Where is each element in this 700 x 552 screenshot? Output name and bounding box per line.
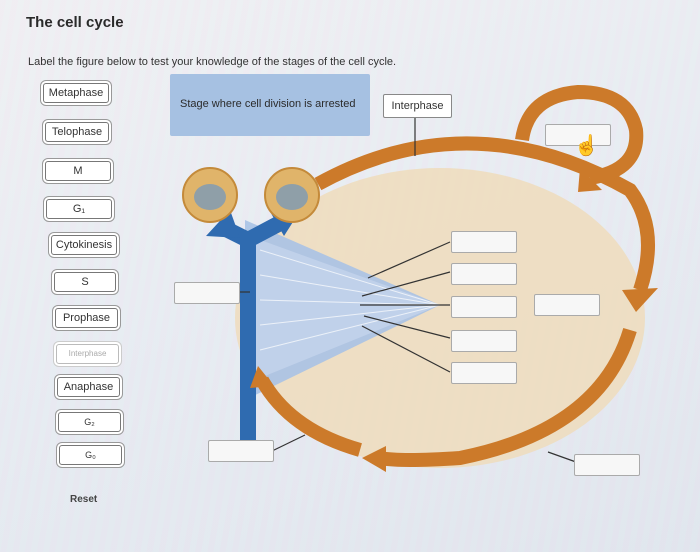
label-chip-g0[interactable]: G₀ xyxy=(59,445,122,465)
drop-target-wedge-1[interactable] xyxy=(451,231,517,253)
drop-target-wedge-2[interactable] xyxy=(451,263,517,285)
label-chip-metaphase[interactable]: Metaphase xyxy=(43,83,109,103)
label-chip-s[interactable]: S xyxy=(54,272,116,292)
drop-target-cytokinesis[interactable] xyxy=(174,282,240,304)
orange-arrow-g1 xyxy=(314,136,655,293)
drop-target-wedge-4[interactable] xyxy=(451,330,517,352)
arrested-stage-panel: Stage where cell division is arrested xyxy=(170,74,370,136)
cell-body xyxy=(235,168,645,468)
orange-arrow-m xyxy=(255,376,362,457)
label-chip-g2[interactable]: G₂ xyxy=(58,412,121,432)
hand-cursor-icon: ☝ xyxy=(574,135,599,157)
drop-target-wedge-3[interactable] xyxy=(451,296,517,318)
leader-lines xyxy=(238,118,577,463)
label-chip-anaphase[interactable]: Anaphase xyxy=(57,377,120,397)
orange-arrow-s-g2 xyxy=(378,327,637,467)
orange-arrow-g0-loop xyxy=(515,84,644,185)
label-chip-prophase[interactable]: Prophase xyxy=(55,308,118,328)
label-chip-g1[interactable]: G₁ xyxy=(46,199,112,219)
label-chip-interphase-used: Interphase xyxy=(56,344,119,364)
label-chip-telophase[interactable]: Telophase xyxy=(45,122,109,142)
drop-target-g0[interactable] xyxy=(545,124,611,146)
drop-target-g1[interactable] xyxy=(534,294,600,316)
drop-target-s[interactable] xyxy=(574,454,640,476)
drop-target-g2[interactable] xyxy=(208,440,274,462)
reset-button[interactable]: Reset xyxy=(70,494,98,505)
instructions-text: Label the figure below to test your know… xyxy=(28,56,397,68)
arrested-stage-text: Stage where cell division is arrested xyxy=(180,98,356,110)
drop-target-wedge-5[interactable] xyxy=(451,362,517,384)
label-chip-cytokinesis[interactable]: Cytokinesis xyxy=(51,235,117,255)
placed-label-interphase[interactable]: Interphase xyxy=(383,94,452,118)
page-title: The cell cycle xyxy=(26,14,124,31)
label-chip-m[interactable]: M xyxy=(45,161,111,181)
